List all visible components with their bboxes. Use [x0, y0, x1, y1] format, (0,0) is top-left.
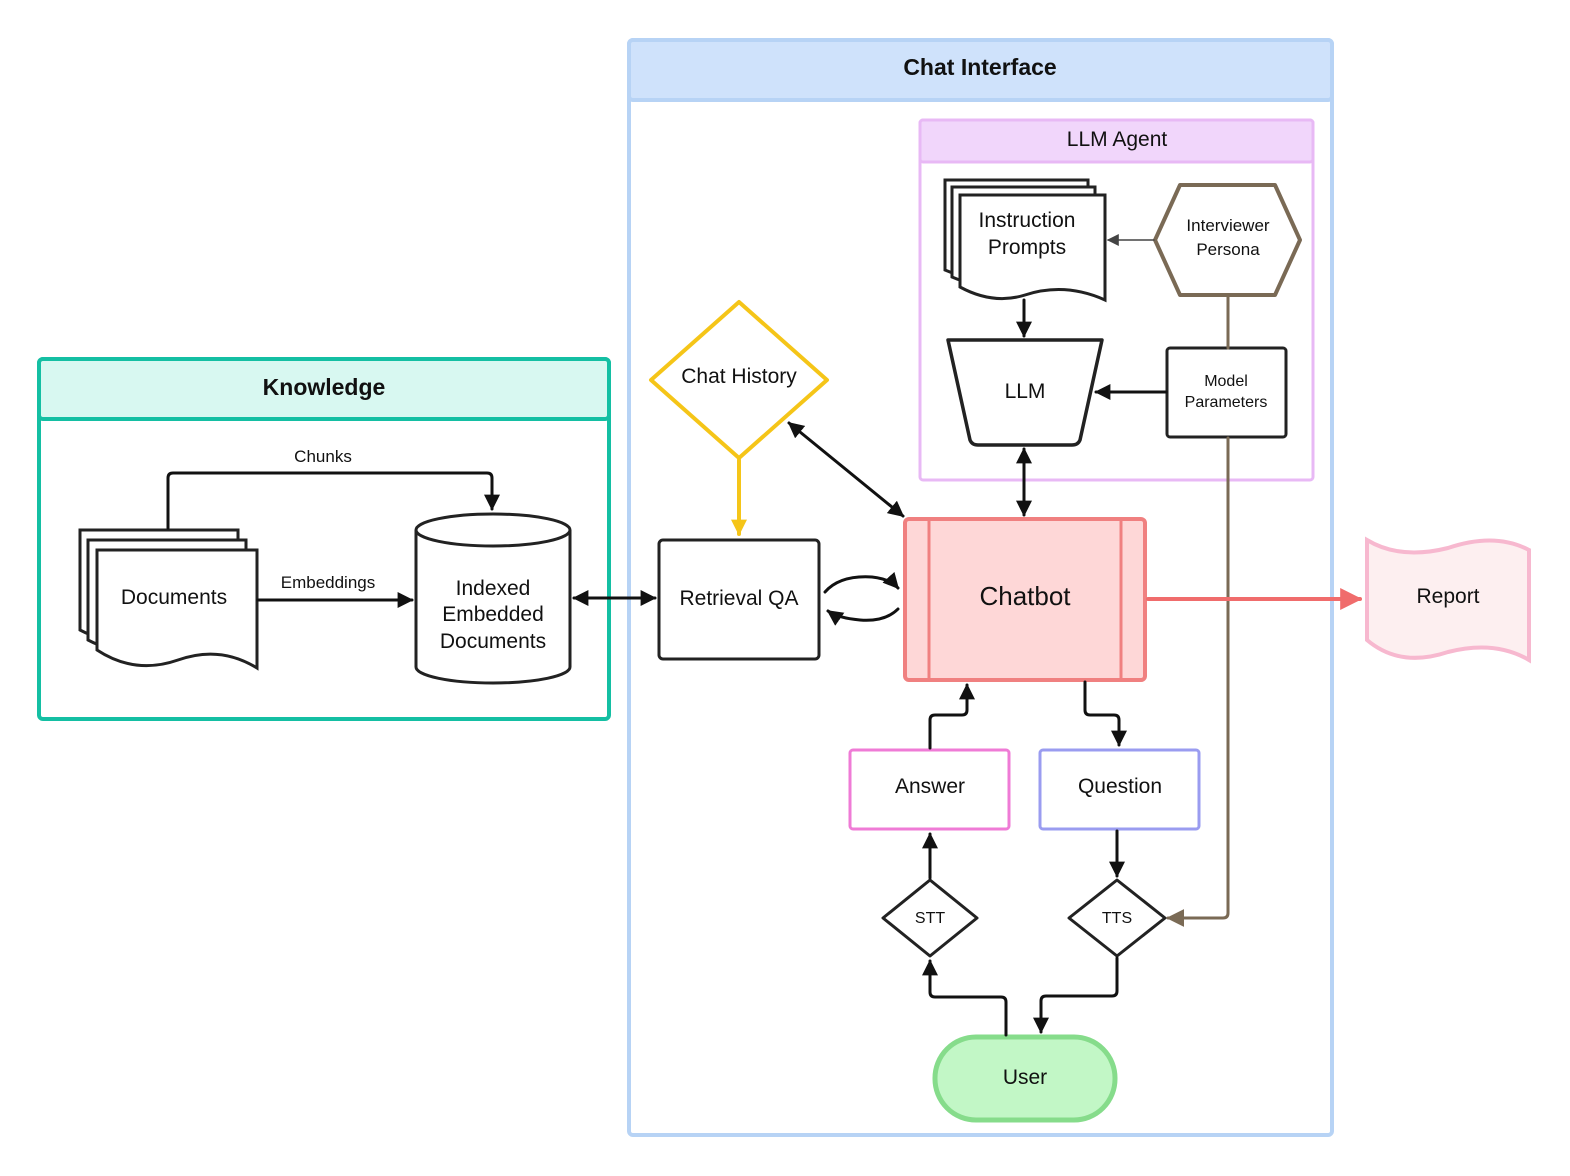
- llm-node: LLM: [946, 338, 1104, 447]
- report-node: Report: [1365, 536, 1531, 664]
- chat-interface-title: Chat Interface: [903, 54, 1056, 80]
- edge-persona-tts: [1166, 436, 1230, 927]
- indexed-docs-label-1: Indexed: [456, 577, 531, 600]
- stt-node: STT: [881, 878, 979, 958]
- answer-node: Answer: [848, 748, 1011, 831]
- edge-label-embeddings: Embeddings: [281, 573, 376, 592]
- user-node: User: [932, 1034, 1118, 1123]
- tts-node: TTS: [1067, 878, 1167, 958]
- model-parameters-label-2: Parameters: [1185, 394, 1268, 411]
- model-parameters-label-1: Model: [1204, 373, 1248, 390]
- documents-label: Documents: [121, 586, 227, 609]
- edge-retrieval-to-chatbot: [823, 571, 900, 594]
- edge-tts-user: [1033, 956, 1119, 1034]
- llm-agent-title: LLM Agent: [1067, 128, 1168, 151]
- chatbot-label: Chatbot: [979, 581, 1071, 611]
- answer-label: Answer: [895, 775, 965, 798]
- interviewer-persona-label-2: Persona: [1196, 240, 1260, 259]
- instruction-prompts-label-2: Prompts: [988, 236, 1066, 259]
- documents-node: Documents: [78, 528, 259, 671]
- chatbot-node: Chatbot: [903, 517, 1147, 682]
- llm-label: LLM: [1005, 380, 1046, 403]
- edge-chunks: [166, 471, 500, 530]
- tts-label: TTS: [1102, 910, 1132, 927]
- indexed-docs-label-2: Embedded: [442, 603, 544, 626]
- stt-label: STT: [915, 910, 945, 927]
- chat-history-label: Chat History: [681, 365, 797, 388]
- edge-chatbot-question: [1083, 680, 1127, 747]
- retrieval-qa-label: Retrieval QA: [679, 587, 798, 610]
- edge-answer-chatbot: [928, 683, 975, 750]
- edge-chatbot-to-retrieval: [826, 607, 900, 626]
- interviewer-persona-node: Interviewer Persona: [1153, 183, 1302, 297]
- report-label: Report: [1416, 585, 1479, 608]
- interviewer-persona-label-1: Interviewer: [1186, 216, 1269, 235]
- question-node: Question: [1038, 748, 1201, 831]
- knowledge-title: Knowledge: [263, 374, 386, 400]
- user-label: User: [1003, 1066, 1047, 1089]
- edge-history-chatbot: [787, 421, 905, 518]
- edge-user-stt: [922, 959, 1008, 1037]
- question-label: Question: [1078, 775, 1162, 798]
- model-parameters-node: Model Parameters: [1165, 346, 1288, 439]
- instruction-prompts-label-1: Instruction: [979, 209, 1076, 232]
- edge-label-chunks: Chunks: [294, 447, 352, 466]
- indexed-docs-label-3: Documents: [440, 630, 546, 653]
- retrieval-qa-node: Retrieval QA: [657, 538, 821, 661]
- indexed-docs-node: Indexed Embedded Documents: [414, 512, 572, 685]
- instruction-prompts-node: Instruction Prompts: [943, 178, 1107, 303]
